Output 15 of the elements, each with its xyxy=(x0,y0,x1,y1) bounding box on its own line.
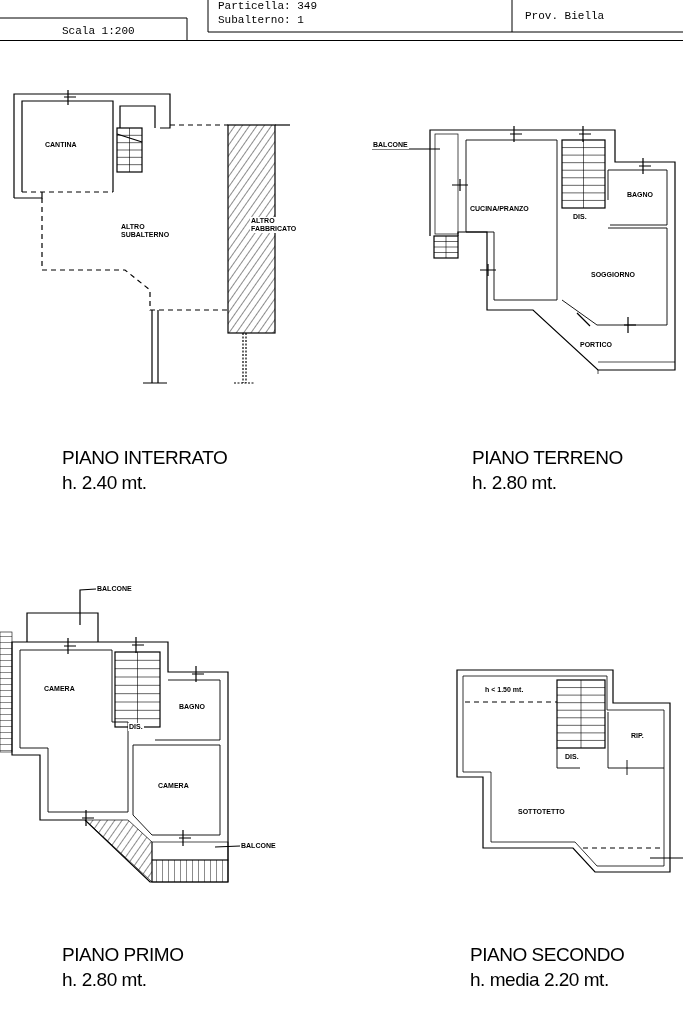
floor-title: PIANO SECONDO xyxy=(470,944,625,966)
floor-title: PIANO INTERRATO xyxy=(62,447,228,469)
title-block-text: Subalterno: 1 xyxy=(218,14,304,26)
title-block-text: Prov. Biella xyxy=(525,10,605,22)
leader-line xyxy=(79,588,97,626)
floor-title: PIANO TERRENO xyxy=(472,447,623,469)
floor-title: h. media 2.20 mt. xyxy=(470,969,609,991)
title-block-text: Particella: 349 xyxy=(218,0,318,12)
floor-title: h. 2.80 mt. xyxy=(472,472,557,494)
leader-line xyxy=(371,148,441,150)
floor-title: h. 2.40 mt. xyxy=(62,472,147,494)
title-block-text: Scala 1:200 xyxy=(62,25,135,37)
floor-title: h. 2.80 mt. xyxy=(62,969,147,991)
floor-title: PIANO PRIMO xyxy=(62,944,184,966)
leader-line xyxy=(214,845,241,848)
